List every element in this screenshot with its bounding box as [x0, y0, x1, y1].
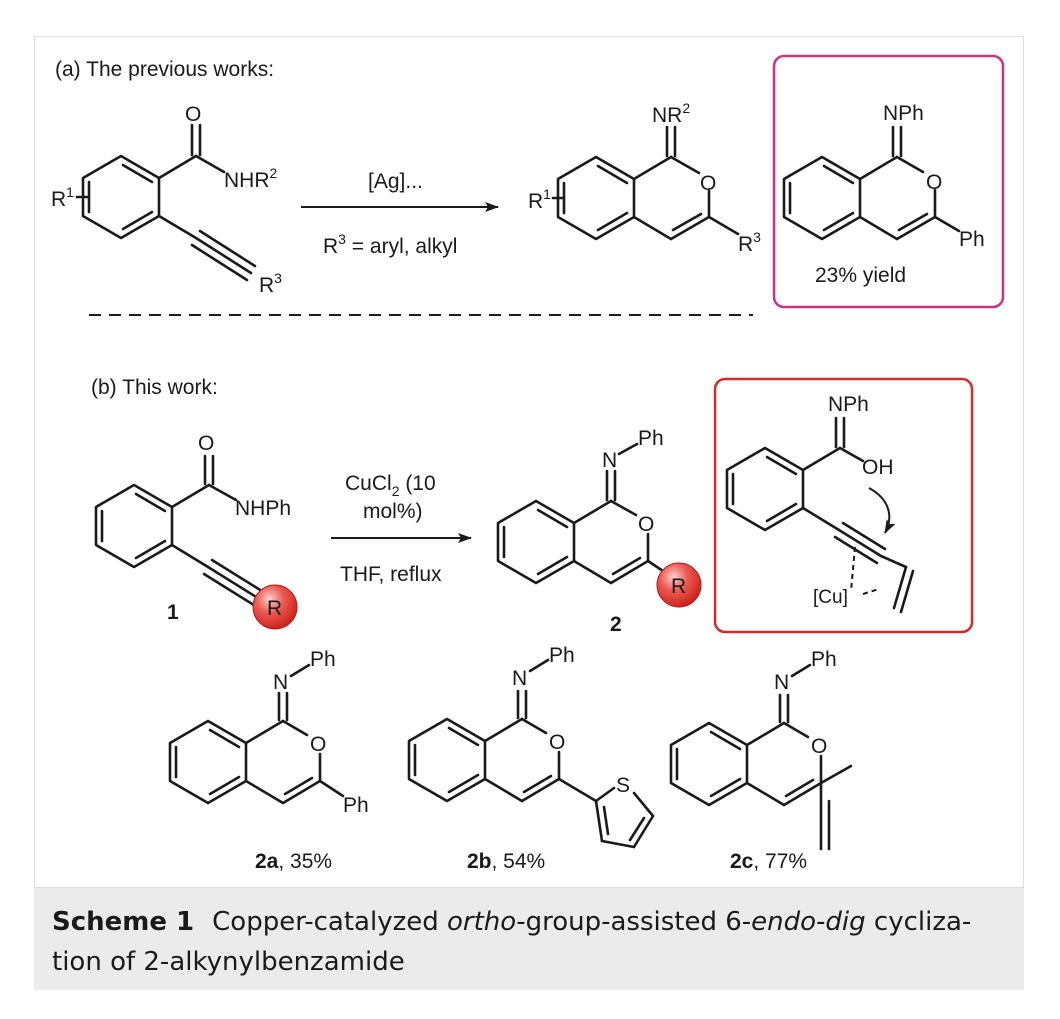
- previous-result-yield: 23% yield: [815, 264, 906, 287]
- example-2a-structure: [168, 663, 345, 805]
- example-2c-label: 2c, 77%: [730, 850, 807, 873]
- mechanism-imine: NPh: [828, 393, 869, 416]
- product-r-group-ball: [656, 562, 702, 608]
- product-b-r: R: [671, 575, 686, 598]
- arrow-b-catalyst: CuCl2 (10: [345, 472, 436, 499]
- example-2a-nitrogen: N: [273, 671, 288, 694]
- example-2a-label: 2a, 35%: [255, 850, 332, 873]
- compound-1-label: 1: [167, 601, 179, 624]
- previous-result-box: [772, 54, 1005, 309]
- product-a-oxygen: O: [700, 172, 716, 195]
- arrow-b-conditions: THF, reflux: [340, 563, 442, 586]
- scheme-diagram: (a) The previous works: O NHR2 R1 R3 [Ag…: [51, 54, 1005, 873]
- reactant-b-structure: [94, 454, 267, 609]
- panel-b-label: (b) This work:: [91, 376, 218, 399]
- compound-2-label: 2: [610, 613, 622, 636]
- example-2b-sulfur: S: [616, 774, 630, 797]
- panel-a-label: (a) The previous works:: [55, 58, 274, 81]
- example-2c-structure: [669, 663, 853, 851]
- caption-label: Scheme 1: [52, 907, 195, 937]
- previous-result-phenyl: Ph: [959, 228, 985, 251]
- reactant-a-amide: NHR2: [224, 165, 278, 192]
- product-a-r3: R3: [738, 229, 761, 256]
- arrow-b-loading: mol%): [363, 500, 423, 523]
- r-group-ball: [252, 584, 298, 630]
- product-a-r1: R1: [528, 186, 551, 213]
- scheme-figure: (a) The previous works: O NHR2 R1 R3 [Ag…: [34, 36, 1024, 888]
- product-b-oxygen: O: [638, 513, 654, 536]
- product-a-imine: NR2: [652, 100, 690, 127]
- example-2b-oxygen: O: [549, 731, 565, 754]
- mechanism-box: [713, 377, 974, 634]
- mechanism-structure: [725, 416, 915, 614]
- mechanism-copper: [Cu]: [813, 587, 848, 608]
- product-b-phenyl: Ph: [638, 427, 664, 450]
- scheme-caption: Scheme 1 Copper-catalyzed ortho-group-ass…: [34, 888, 1024, 990]
- caption-text-1: Copper-catalyzed: [212, 907, 448, 937]
- example-2b-label: 2b, 54%: [467, 850, 545, 873]
- example-2b-structure: [407, 658, 655, 849]
- arrow-a-condition: R3 = aryl, alkyl: [323, 231, 457, 258]
- example-2a-phenyl-imine: Ph: [310, 648, 336, 671]
- caption-italic-ortho: ortho: [447, 907, 517, 937]
- example-2c-oxygen: O: [811, 735, 827, 758]
- caption-italic-endo-dig: endo-dig: [751, 907, 866, 937]
- example-2b-phenyl-imine: Ph: [549, 644, 575, 667]
- arrow-a-reagent: [Ag]...: [368, 170, 423, 193]
- product-a-structure: [556, 125, 740, 241]
- reactant-b-r: R: [267, 597, 282, 620]
- mechanism-hydroxyl: OH: [862, 456, 894, 479]
- example-2a-oxygen: O: [310, 733, 326, 756]
- product-b-structure: [496, 442, 665, 585]
- reactant-b-amide: NHPh: [235, 497, 291, 520]
- previous-result-imine: NPh: [883, 102, 924, 125]
- caption-text-3: cycliza-tion of 2-alkynylbenzamide: [52, 907, 972, 977]
- previous-result-oxygen: O: [926, 171, 942, 194]
- caption-text-2: -group-assisted 6-: [516, 907, 752, 937]
- example-2c-nitrogen: N: [774, 671, 789, 694]
- reactant-a-oxygen: O: [185, 103, 201, 126]
- reactant-a-structure: [81, 123, 257, 282]
- reactant-b-oxygen: O: [198, 432, 214, 455]
- benzene-ring: [81, 154, 161, 240]
- example-2b-nitrogen: N: [512, 667, 527, 690]
- example-2c-phenyl-imine: Ph: [811, 648, 837, 671]
- previous-result-structure: [782, 125, 961, 241]
- product-b-nitrogen: N: [602, 449, 617, 472]
- reactant-a-r3: R3: [259, 270, 282, 297]
- reactant-a-r1: R1: [51, 184, 74, 211]
- example-2a-phenyl: Ph: [343, 794, 369, 817]
